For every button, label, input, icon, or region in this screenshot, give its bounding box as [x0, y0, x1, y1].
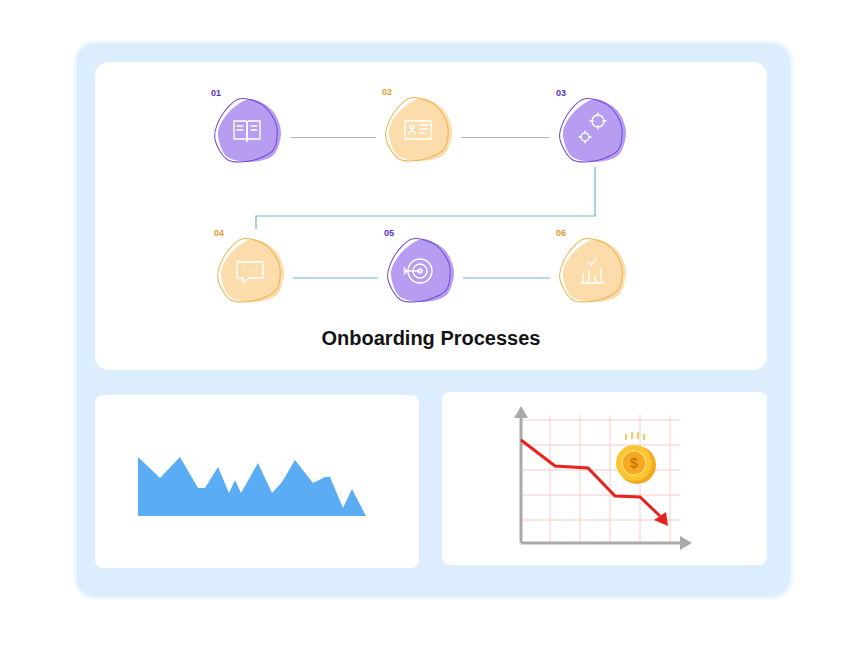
blob-shape	[207, 95, 287, 167]
blob-outline	[381, 235, 456, 307]
process-step: 02	[378, 88, 458, 166]
chart-grid	[521, 415, 680, 543]
step-number: 05	[384, 229, 394, 238]
step-icon	[404, 259, 432, 283]
decline-line	[521, 440, 660, 516]
area-chart	[138, 457, 366, 516]
outer-panel	[75, 42, 792, 598]
step-icon	[579, 113, 606, 143]
chart-axes	[514, 406, 692, 550]
area-chart-card	[95, 395, 419, 568]
connector	[290, 137, 376, 138]
process-step: 06	[552, 229, 632, 307]
coin	[616, 432, 656, 484]
connector	[461, 137, 550, 138]
step-icon	[581, 259, 604, 283]
decline-chart-card	[442, 392, 767, 565]
process-step: 03	[552, 89, 632, 167]
step-icon	[405, 121, 431, 139]
connector	[463, 277, 550, 278]
blob-shape	[378, 94, 458, 166]
blob-shape	[210, 235, 290, 307]
step-icon	[237, 262, 263, 283]
process-card	[95, 62, 767, 370]
blob-outline	[379, 94, 454, 166]
process-step: 05	[380, 229, 460, 307]
blob-shape	[552, 235, 632, 307]
process-step: 01	[207, 89, 287, 167]
step-number: 06	[556, 229, 566, 238]
blob-shape	[380, 235, 460, 307]
step-number: 03	[556, 89, 566, 98]
blob-outline	[553, 235, 628, 307]
blob-outline	[211, 235, 286, 307]
step-icon	[234, 121, 260, 141]
step-number: 04	[214, 229, 224, 238]
diagram-title: Onboarding Processes	[95, 327, 767, 350]
process-step: 04	[210, 229, 290, 307]
connector	[256, 167, 595, 229]
blob-outline	[553, 95, 628, 167]
step-number: 01	[211, 89, 221, 98]
decline-arrowhead	[654, 512, 668, 526]
connector	[293, 277, 378, 278]
blob-shape	[552, 95, 632, 167]
coin-symbol: $	[624, 456, 644, 470]
blob-outline	[208, 95, 283, 167]
step-number: 02	[382, 88, 392, 97]
